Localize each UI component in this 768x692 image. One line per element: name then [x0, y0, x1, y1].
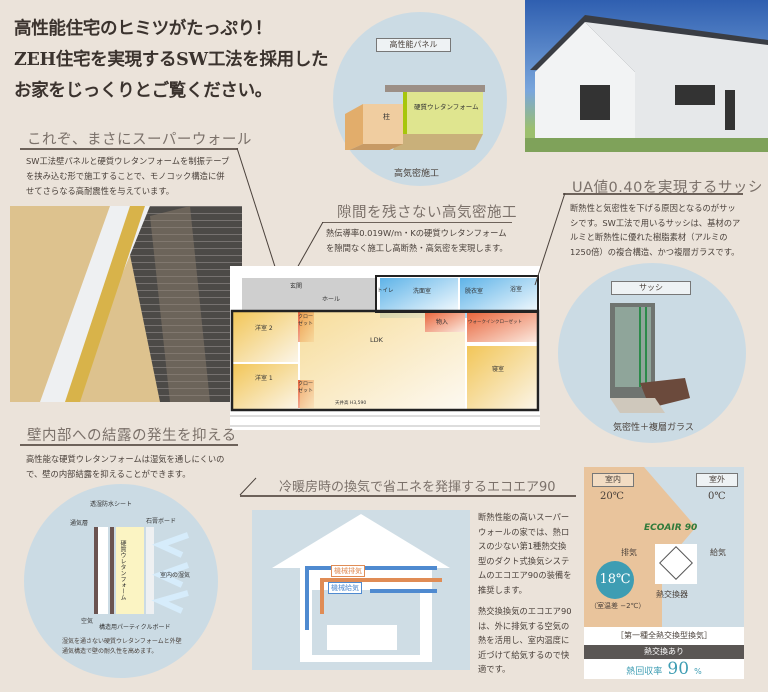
recovery-rate: 熱回収率 90 % — [584, 659, 744, 679]
indoor-temp: 20℃ — [600, 491, 624, 502]
label-gypsum: 石膏ボード — [146, 518, 177, 525]
divider — [240, 495, 576, 497]
room-dressing: 脱衣室 — [465, 288, 484, 295]
room-western2: 洋室 2 — [255, 325, 273, 332]
supply-temp: 18℃ — [599, 572, 631, 587]
room-toilet: トイレ — [377, 288, 394, 294]
supply-label: 給気 — [710, 548, 726, 557]
room-closet: クローゼット — [298, 381, 314, 394]
ventilation-text-2: 熱交換換気のエコエア90は、外に排気する空気の熱を活用し、室内温度に近づけて給気… — [478, 606, 572, 675]
condensation-text: 高性能な硬質ウレタンフォームは湿気を通しにくいので、壁の内部結露を抑えることがで… — [26, 454, 225, 479]
supply-tag: 機械給気 — [328, 582, 362, 594]
panel-caption: 高気密施工 — [394, 169, 440, 179]
superwall-text: SW工法壁パネルと硬質ウレタンフォームを制振テープを挟み込む形で施工することで、… — [26, 156, 230, 196]
room-closet: クローゼット — [298, 314, 314, 327]
label-sheet: 透湿防水シート — [90, 501, 133, 508]
house-photo — [525, 0, 768, 152]
room-walkin: ウォークインクローゼット — [468, 320, 522, 325]
sash-illustration — [610, 303, 690, 413]
room-entrance: 玄関 — [290, 283, 303, 290]
exhaust-tag: 機械排気 — [331, 565, 365, 577]
sash-heading: UA値0.40を実現するサッシ — [572, 180, 763, 196]
room-bedroom: 寝室 — [492, 366, 505, 373]
divider — [563, 193, 743, 195]
wall-panel-drawing — [10, 206, 210, 402]
wall-section-diagram — [94, 527, 190, 614]
outdoor-label: 室外 — [696, 473, 738, 487]
ventilation-text-1: 断熱性能の高いスーパーウォールの家では、熱ロスの少ない第1種熱交換型のダクト式換… — [478, 512, 572, 595]
leader-line — [236, 148, 278, 274]
leader-line — [534, 193, 566, 286]
superwall-photo — [10, 206, 242, 402]
panel-illustration — [345, 85, 485, 150]
sash-label: サッシ — [611, 281, 691, 295]
label-airlayer: 通気層 — [70, 520, 89, 527]
label-board: 構造用パーティクルボード — [99, 624, 171, 631]
room-hall: ホール — [322, 296, 341, 303]
sash-text: 断熱性と気密性を下げる原因となるのがサッシです。SW工法で用いるサッシは、基材の… — [570, 203, 741, 257]
sash-caption: 気密性＋複層ガラス — [613, 423, 694, 433]
superwall-heading: これぞ、まさにスーパーウォール — [27, 132, 252, 148]
exchanger-label: 熱交換器 — [656, 590, 688, 599]
exchange-band: 熱交換あり — [584, 645, 744, 659]
ventilation-type: ［第一種全熱交換型換気］ — [584, 627, 744, 645]
airtight-heading: 隙間を残さない高気密施工 — [337, 205, 517, 221]
panel-label: 高性能パネル — [376, 38, 451, 52]
divider — [20, 148, 238, 150]
room-bath: 浴室 — [510, 286, 523, 293]
supply-temp-badge: 18℃ — [596, 561, 634, 599]
label-indoor: 室内の湿気 — [160, 572, 191, 579]
foam-label: 硬質ウレタンフォーム — [414, 103, 479, 111]
pillar-label: 柱 — [383, 113, 390, 121]
condensation-heading: 壁内部への結露の発生を抑える — [27, 428, 237, 444]
floor-plan: 玄関 ホール トイレ 洗面室 脱衣室 浴室 洋室 2 洋室 1 クローゼット ク… — [230, 266, 540, 430]
exchanger-box — [655, 544, 697, 584]
ceiling-height: 天井高 H3,590 — [335, 401, 367, 406]
leader-line — [239, 477, 257, 496]
divider — [322, 222, 512, 223]
room-storage: 物入 — [436, 319, 449, 326]
label-air: 空気 — [81, 618, 94, 625]
condensation-caption: 湿気を通さない硬質ウレタンフォームと外壁通気構造で壁の耐久性を高めます。 — [62, 638, 182, 655]
ventilation-heading: 冷暖房時の換気で省エネを発揮するエコエア90 — [279, 480, 556, 495]
outdoor-temp: 0℃ — [708, 491, 726, 502]
rate-value: 90 — [667, 659, 690, 679]
ecoair-panel: 室内 室外 20℃ 0℃ ECOAIR 90 排気 給気 18℃ （室温差 −2… — [584, 467, 744, 679]
room-ldk: LDK — [370, 336, 383, 344]
leader-line — [296, 222, 324, 269]
room-western1: 洋室 1 — [255, 375, 273, 382]
rate-label: 熱回収率 — [626, 667, 663, 677]
floor-plan-drawing — [230, 266, 540, 430]
label-foam: 硬質ウレタンフォーム — [119, 540, 126, 600]
rate-unit: % — [694, 667, 702, 676]
ventilation-illustration: 機械排気 機械給気 — [252, 510, 470, 670]
room-washroom: 洗面室 — [413, 288, 432, 295]
temp-diff: （室温差 −2℃） — [590, 602, 646, 610]
airtight-text: 熱伝導率0.019W/m・Kの硬質ウレタンフォームを隙間なく施工し高断熱・高気密… — [326, 228, 508, 253]
page-title: 高性能住宅のヒミツがたっぷり！ ZEH住宅を実現するSW工法を採用した お家をじ… — [14, 19, 329, 101]
house-photo-drawing — [525, 15, 768, 152]
divider — [20, 444, 238, 446]
indoor-label: 室内 — [592, 473, 634, 487]
exhaust-label: 排気 — [621, 548, 637, 557]
ecoair-logo: ECOAIR 90 — [644, 523, 698, 533]
